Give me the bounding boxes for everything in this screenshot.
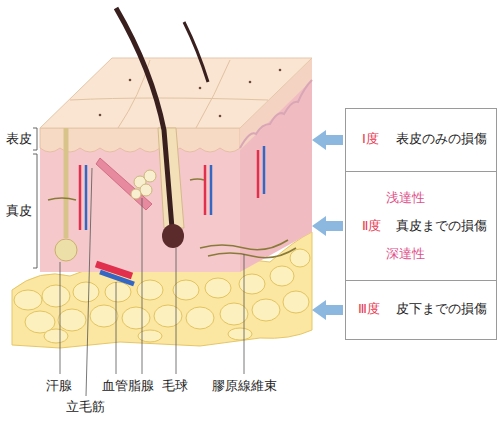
part-name: 毛球 bbox=[162, 378, 188, 394]
part-name: 立毛筋 bbox=[66, 399, 105, 415]
layer-name: 真皮 bbox=[6, 203, 32, 219]
hair-shaft bbox=[116, 8, 172, 228]
layer-name: 表皮 bbox=[6, 131, 32, 147]
leader-lines bbox=[60, 168, 244, 396]
hair-shaft bbox=[184, 22, 208, 82]
degree-label: Ⅲ度 bbox=[358, 301, 380, 317]
blood-vessels bbox=[80, 146, 264, 230]
skin-surface bbox=[40, 58, 312, 128]
part-name: 汗腺 bbox=[46, 378, 72, 394]
epidermis-front bbox=[40, 128, 240, 152]
degree-label: Ⅰ度 bbox=[362, 131, 379, 147]
injury-text: 真皮までの損傷 bbox=[396, 218, 487, 234]
sweat-gland bbox=[55, 239, 77, 261]
injury-text: 深達性 bbox=[386, 246, 425, 262]
sweat-duct bbox=[64, 128, 69, 238]
collagen-bundles bbox=[48, 179, 296, 258]
part-name: 膠原線維束 bbox=[212, 378, 277, 394]
vessel-trunk bbox=[100, 272, 134, 284]
arrector-muscle bbox=[96, 158, 152, 210]
part-name: 血管 bbox=[102, 378, 128, 394]
injury-text: 表皮のみの損傷 bbox=[396, 131, 487, 147]
degree-label: Ⅱ度 bbox=[362, 218, 381, 234]
degree-box: Ⅲ度皮下までの損傷 bbox=[345, 280, 497, 340]
depth-arrows bbox=[312, 130, 343, 320]
degree-box: 浅達性 Ⅱ度真皮までの損傷深達性 bbox=[345, 171, 497, 281]
surface-pores bbox=[99, 69, 282, 118]
sebaceous-gland bbox=[131, 170, 156, 199]
surface-grid bbox=[70, 60, 268, 128]
injury-text: 皮下までの損傷 bbox=[396, 301, 487, 317]
degree-label: 浅達性 bbox=[386, 190, 425, 206]
degree-box: Ⅰ度 表皮のみの損傷 bbox=[345, 108, 497, 172]
hair-bulb bbox=[162, 224, 184, 248]
layer-brackets bbox=[33, 128, 37, 268]
dermis-front bbox=[40, 148, 240, 272]
part-name: 脂腺 bbox=[128, 378, 154, 394]
